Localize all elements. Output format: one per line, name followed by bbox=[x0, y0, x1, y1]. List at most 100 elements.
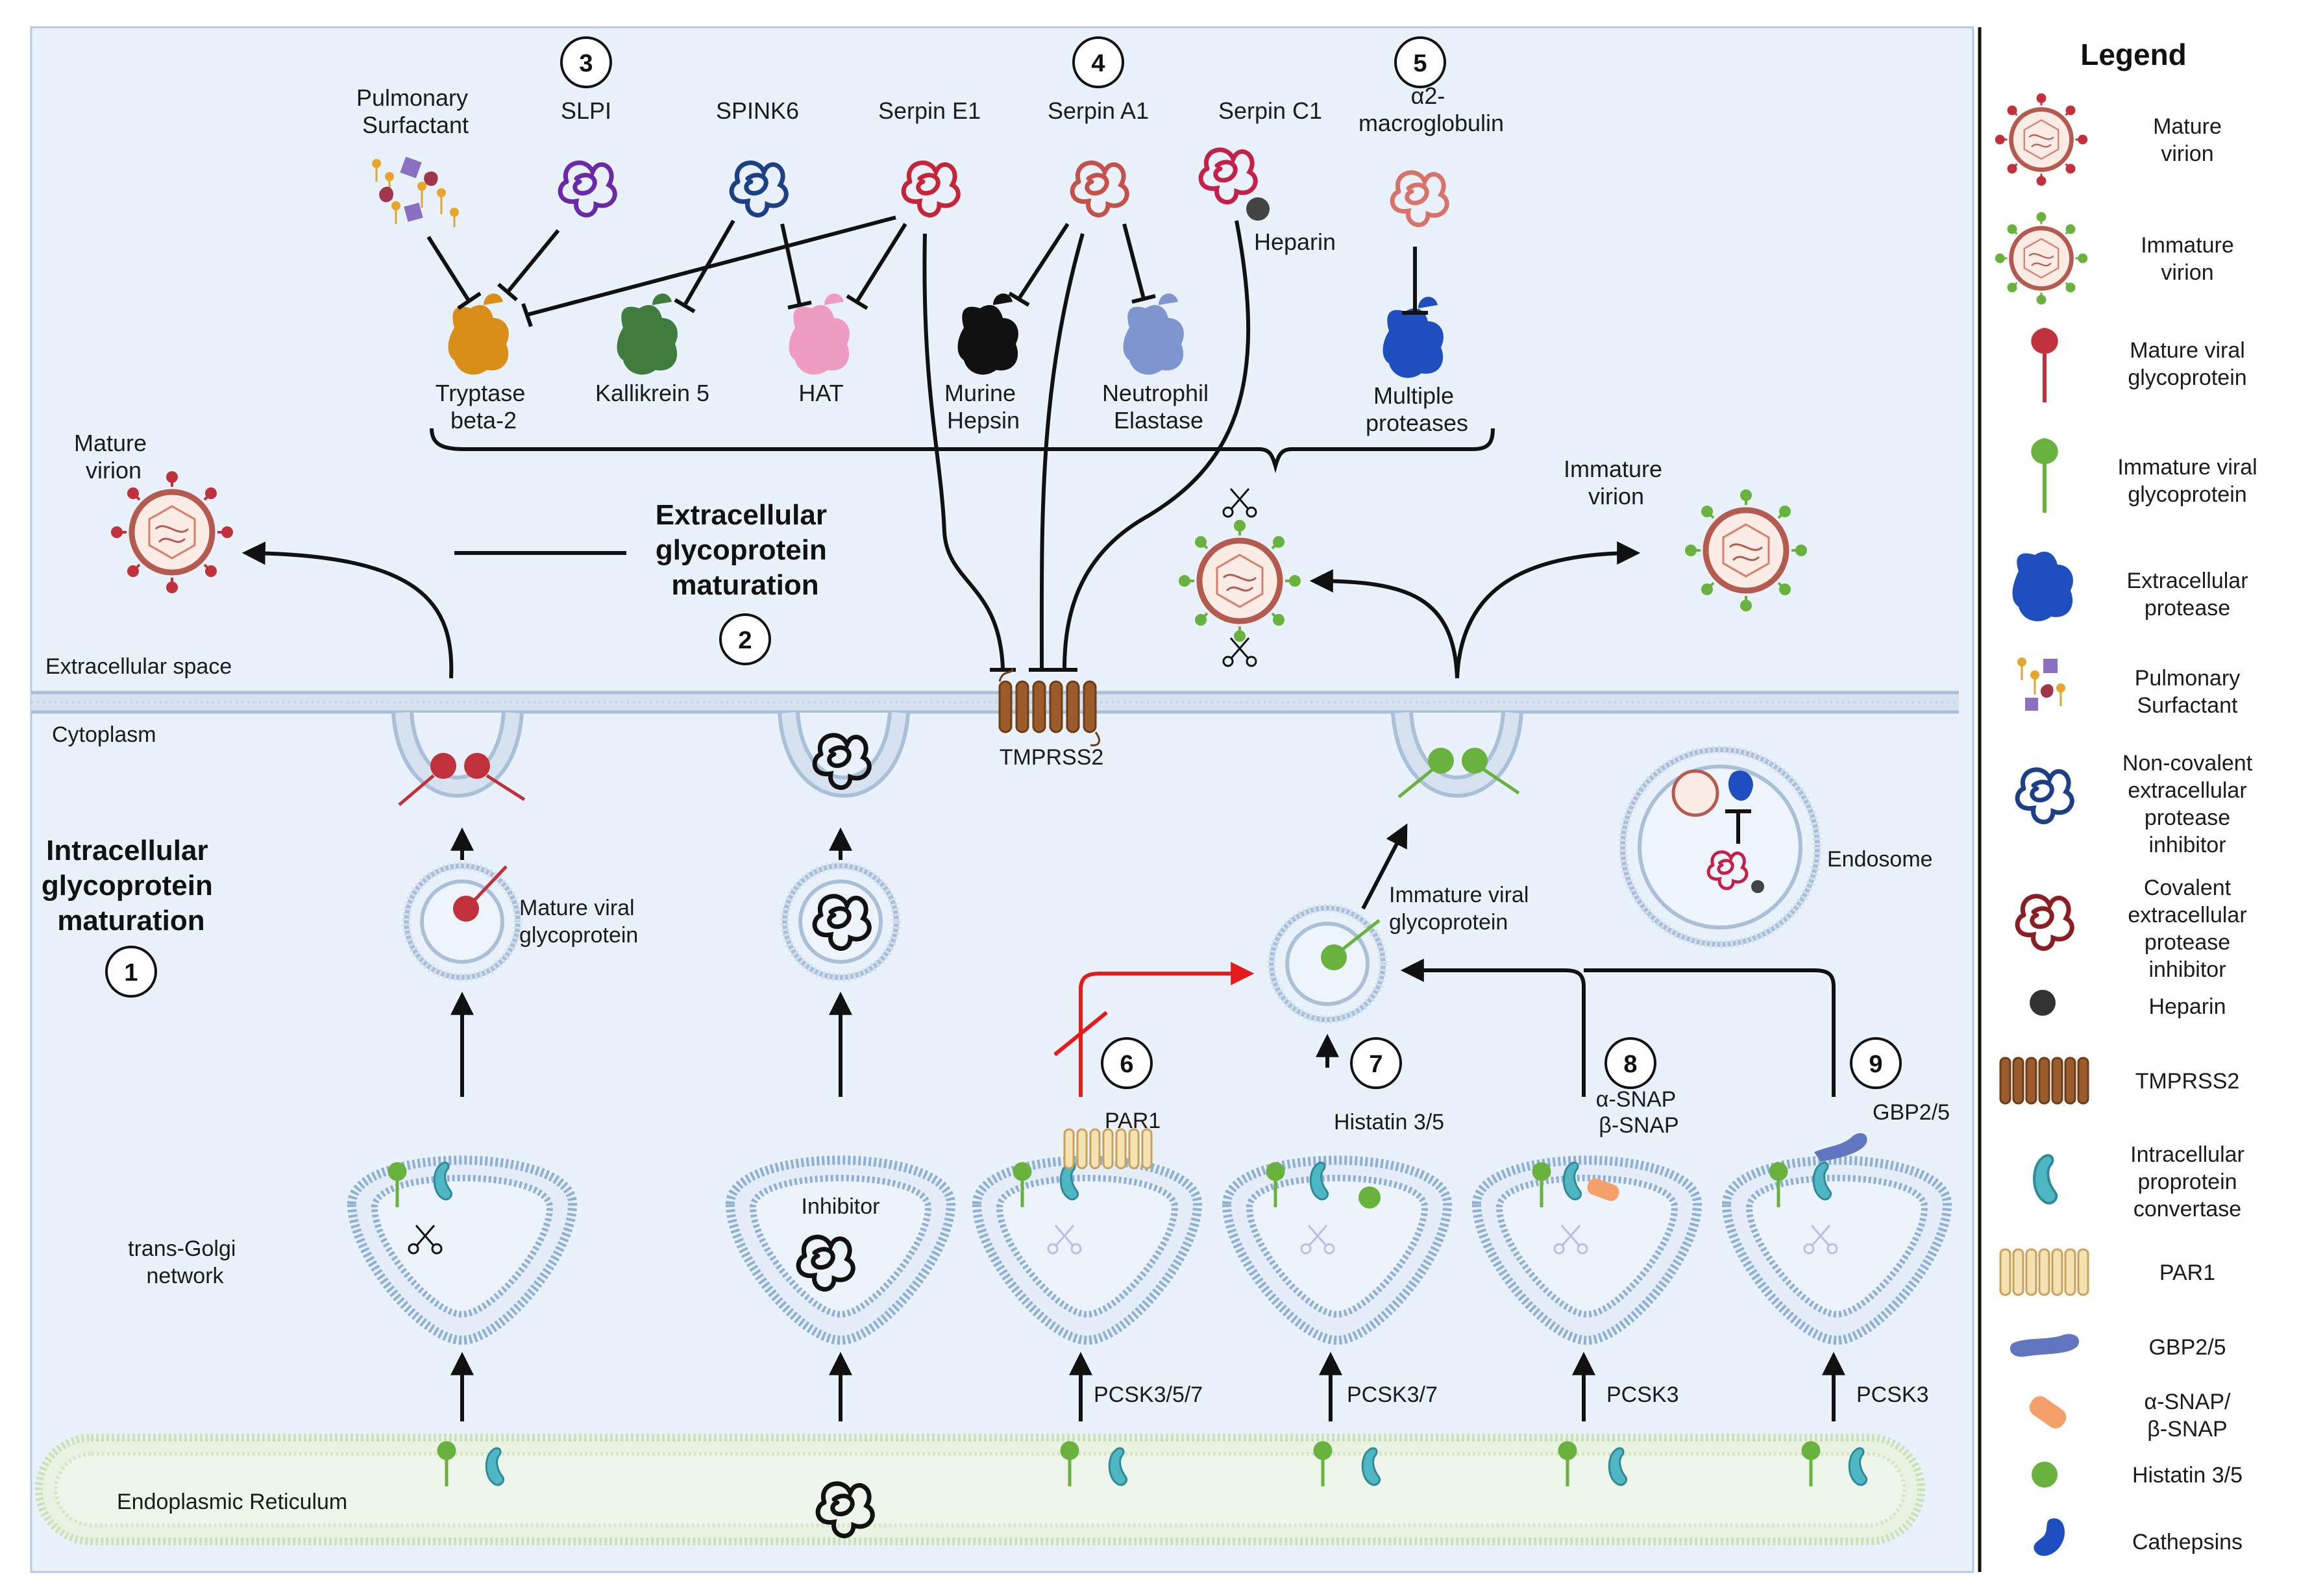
step-7-badge: 7 bbox=[1350, 1037, 1402, 1089]
golgi-compartment-histatin bbox=[1227, 1160, 1447, 1341]
pcsk3-label: PCSK3 bbox=[1856, 1382, 1929, 1407]
er-label: Endoplasmic Reticulum bbox=[117, 1490, 347, 1514]
neutrophil-elastase-label: Neutrophil Elastase bbox=[1102, 380, 1215, 434]
protease-bracket bbox=[430, 428, 1495, 474]
budding-vesicle-inhibitor bbox=[778, 711, 910, 798]
immature-viral-glycoprotein-label: Immature viral glycoprotein bbox=[1389, 883, 1535, 935]
murine-hepsin-icon bbox=[957, 293, 1018, 375]
step-6-badge: 6 bbox=[1101, 1037, 1153, 1089]
pcsk-357-label: PCSK3/5/7 bbox=[1094, 1382, 1203, 1407]
step-3-badge: 3 bbox=[560, 36, 612, 88]
legend-label-gbp: GBP2/5 bbox=[2148, 1335, 2226, 1360]
heparin-label: Heparin bbox=[1254, 228, 1336, 255]
legend-icons bbox=[1995, 93, 2089, 1556]
budding-vesicle-mature bbox=[391, 711, 526, 806]
legend-label-histatin: Histatin 3/5 bbox=[2132, 1463, 2243, 1488]
serpin-a1-label: Serpin A1 bbox=[1048, 97, 1149, 124]
er-to-golgi-arrows bbox=[450, 1351, 1845, 1421]
golgi-compartment-par1 bbox=[977, 1128, 1198, 1340]
inhibition-lines bbox=[426, 215, 1428, 327]
step-5-badge: 5 bbox=[1394, 36, 1446, 88]
hat-label: HAT bbox=[798, 380, 843, 406]
kallikrein-icon bbox=[617, 293, 678, 375]
budding-vesicle-immature bbox=[1391, 711, 1523, 798]
legend-immature-virion-icon bbox=[1995, 212, 2088, 305]
plasma-membrane bbox=[31, 691, 1959, 714]
svg-text:4: 4 bbox=[1091, 50, 1105, 77]
spink6-label: SPINK6 bbox=[716, 97, 799, 124]
kallikrein-label: Kallikrein 5 bbox=[595, 380, 709, 406]
transport-vesicle-immature bbox=[1272, 908, 1383, 1020]
neutrophil-elastase-icon bbox=[1123, 293, 1184, 375]
heparin-icon bbox=[1246, 197, 1270, 221]
legend-par1-icon bbox=[1999, 1248, 2089, 1296]
extracellular-title: Extracellular glycoprotein maturation bbox=[656, 499, 835, 601]
svg-text:6: 6 bbox=[1120, 1051, 1133, 1078]
cleaving-virion-spikes bbox=[1179, 520, 1301, 642]
hat-icon bbox=[789, 293, 850, 375]
legend-label-heparin: Heparin bbox=[2148, 994, 2226, 1019]
pulmonary-surfactant-label: Pulmonary Surfactant bbox=[356, 84, 474, 138]
murine-hepsin-label: Murine Hepsin bbox=[944, 380, 1022, 434]
legend-snap-icon bbox=[2029, 1396, 2067, 1429]
legend-immature-glycoprotein-icon bbox=[2031, 438, 2058, 513]
step-1-badge: 1 bbox=[105, 946, 157, 998]
pcsk-37-label: PCSK3/7 bbox=[1347, 1382, 1438, 1407]
immature-virion-spikes bbox=[1685, 489, 1807, 611]
golgi-compartment-snap bbox=[1477, 1160, 1697, 1341]
legend-histatin-icon bbox=[2032, 1462, 2058, 1488]
extracellular-space-label: Extracellular space bbox=[45, 654, 232, 679]
mature-viral-glycoprotein-label: Mature viral glycoprotein bbox=[519, 896, 641, 948]
legend-pulmonary-surfactant-icon bbox=[2017, 657, 2065, 711]
blocked-pathway bbox=[1053, 962, 1255, 1097]
legend-label-cathepsins: Cathepsins bbox=[2132, 1530, 2243, 1554]
tmprss2-icon bbox=[998, 668, 1100, 746]
pulmonary-surfactant-icon bbox=[372, 156, 459, 227]
inhibitor-label: Inhibitor bbox=[802, 1194, 880, 1219]
gbp-label: GBP2/5 bbox=[1873, 1100, 1950, 1125]
svg-text:1: 1 bbox=[124, 959, 138, 987]
tryptase-label: Tryptase beta-2 bbox=[436, 380, 532, 434]
legend-title: Legend bbox=[2080, 38, 2187, 71]
svg-text:8: 8 bbox=[1623, 1051, 1637, 1078]
legend-mature-virion-icon bbox=[1995, 93, 2088, 186]
a2-macroglobulin-label: α2- macroglobulin bbox=[1358, 82, 1504, 136]
step-8-badge: 8 bbox=[1604, 1037, 1656, 1089]
tgn-label: trans-Golgi network bbox=[128, 1236, 242, 1288]
tmprss2-label: TMPRSS2 bbox=[1000, 745, 1104, 770]
legend-heparin-icon bbox=[2030, 990, 2056, 1016]
step-9-badge: 9 bbox=[1850, 1037, 1902, 1089]
svg-text:2: 2 bbox=[738, 627, 752, 654]
svg-text:5: 5 bbox=[1413, 50, 1427, 77]
step-4-badge: 4 bbox=[1072, 36, 1124, 88]
mature-virion-label: Mature virion bbox=[74, 430, 153, 484]
mature-virion-spikes bbox=[111, 471, 233, 593]
golgi-compartment-gbp bbox=[1727, 1133, 1947, 1340]
snap-label: α-SNAP β-SNAP bbox=[1596, 1087, 1682, 1138]
legend-label-par1: PAR1 bbox=[2159, 1260, 2215, 1285]
release-arrows bbox=[241, 541, 1641, 679]
transport-vesicle-inhibitor bbox=[785, 866, 896, 977]
tryptase-icon bbox=[448, 293, 509, 375]
svg-text:9: 9 bbox=[1869, 1051, 1882, 1078]
multiple-proteases-icon bbox=[1383, 297, 1444, 378]
legend-mature-glycoprotein-icon bbox=[2031, 328, 2058, 402]
pcsk3-label: PCSK3 bbox=[1606, 1382, 1679, 1407]
legend-label-snap: α-SNAP/β-SNAP bbox=[2144, 1390, 2231, 1442]
transport-arrows bbox=[450, 823, 1836, 1097]
transport-vesicle-mature bbox=[406, 866, 518, 977]
intracellular-title: Intracellular glycoprotein maturation bbox=[42, 835, 221, 937]
step-2-badge: 2 bbox=[719, 613, 771, 665]
legend-label-tmprss2: TMPRSS2 bbox=[2135, 1069, 2240, 1094]
